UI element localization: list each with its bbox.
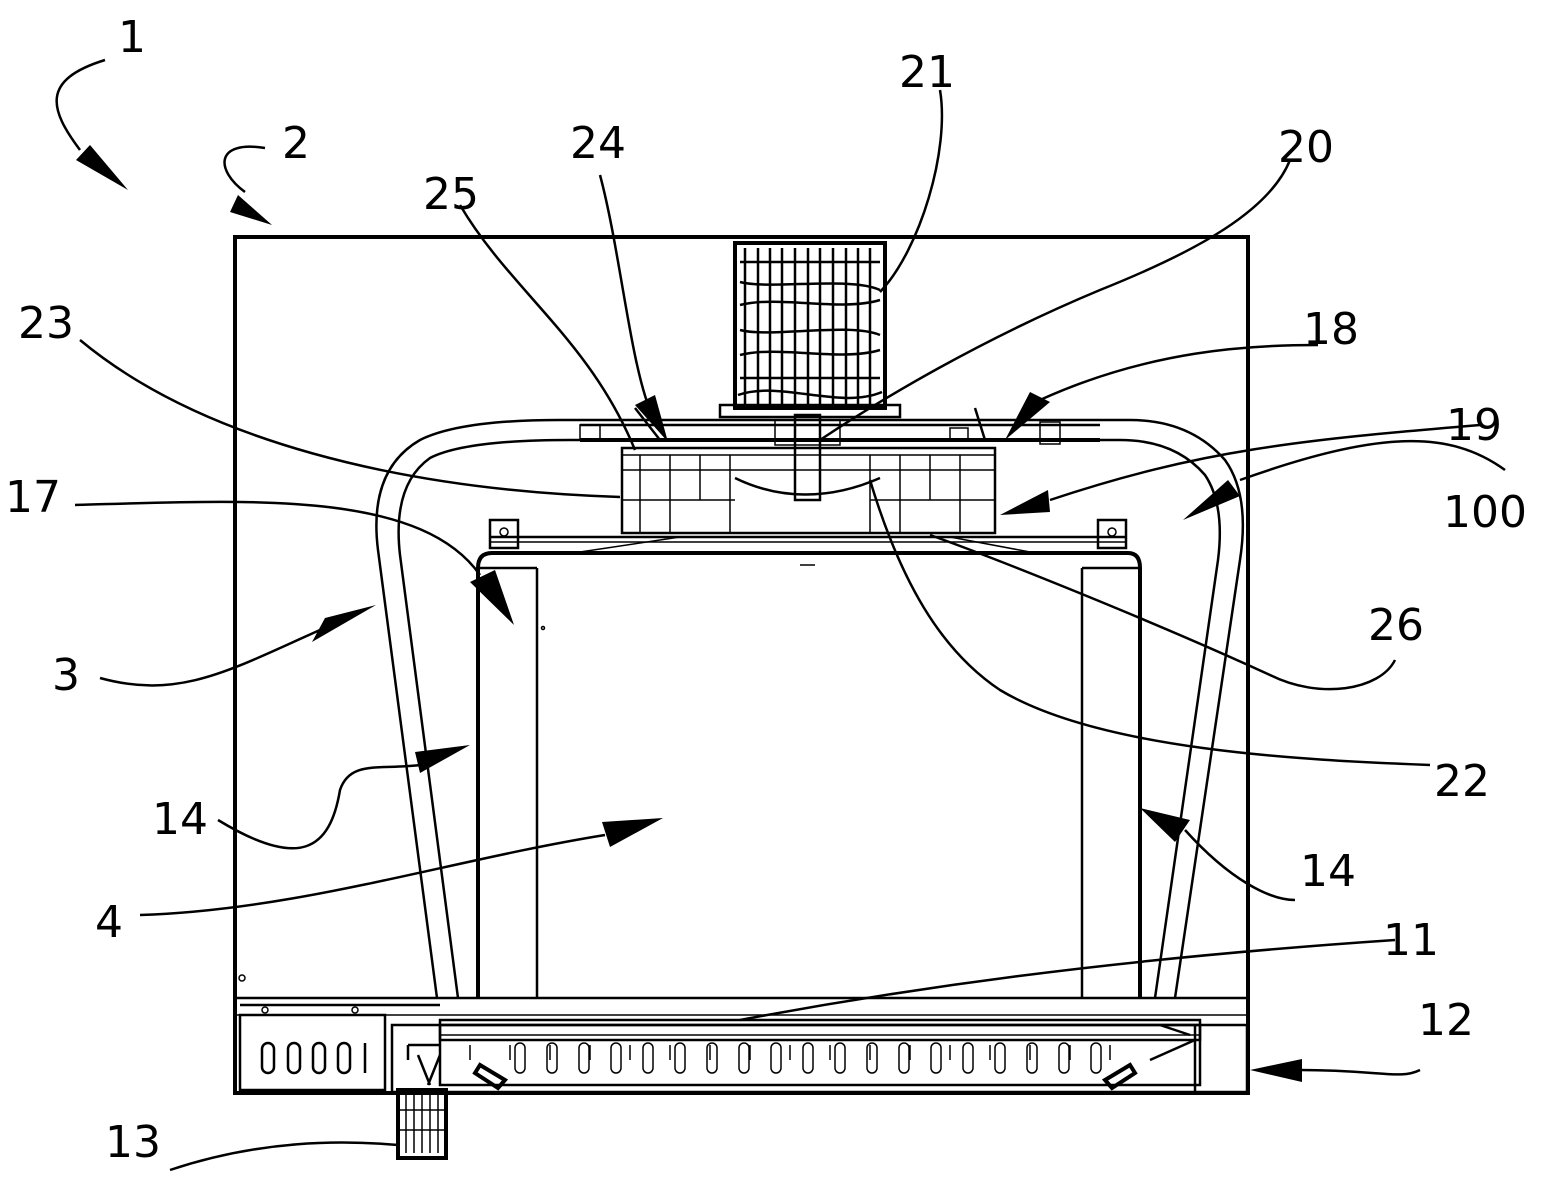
label-25: 25	[423, 169, 479, 220]
label-14-right: 14	[1300, 846, 1356, 897]
drive-motor	[398, 1090, 446, 1158]
base-conveyor	[240, 1005, 1247, 1092]
rollers	[515, 1043, 1101, 1073]
label-26: 26	[1368, 600, 1424, 651]
leader-lines	[57, 60, 1505, 1170]
duct	[376, 420, 1242, 998]
top-mechanism	[490, 408, 1126, 565]
label-17: 17	[5, 472, 61, 523]
label-19: 19	[1446, 400, 1502, 451]
label-23: 23	[18, 298, 74, 349]
label-20: 20	[1278, 122, 1334, 173]
label-22: 22	[1434, 756, 1490, 807]
label-1: 1	[118, 12, 146, 63]
label-3: 3	[52, 650, 80, 701]
label-14-left: 14	[152, 794, 208, 845]
label-100: 100	[1443, 487, 1527, 538]
label-2: 2	[282, 118, 310, 169]
label-12: 12	[1418, 995, 1474, 1046]
inner-chamber	[239, 553, 1140, 998]
label-11: 11	[1383, 915, 1439, 966]
label-24: 24	[570, 118, 626, 169]
label-18: 18	[1303, 304, 1359, 355]
motor-unit	[720, 243, 900, 417]
label-13: 13	[105, 1117, 161, 1168]
label-4: 4	[95, 897, 123, 948]
outer-housing	[235, 237, 1248, 1093]
label-21: 21	[899, 47, 955, 98]
